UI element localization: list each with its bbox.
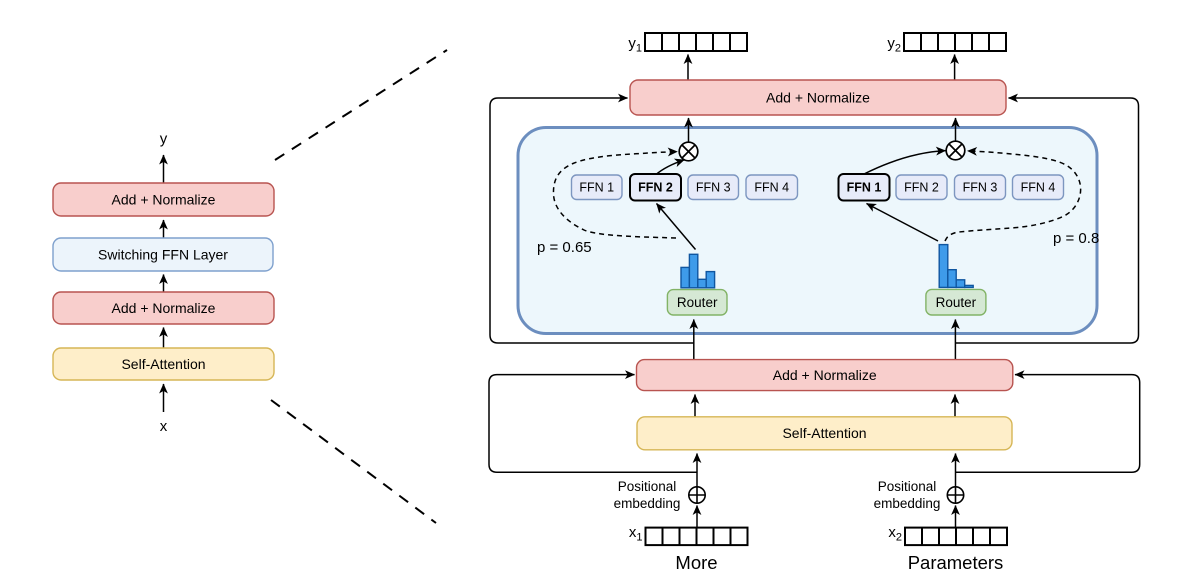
svg-text:FFN 1: FFN 1 bbox=[847, 181, 882, 195]
svg-text:Self-Attention: Self-Attention bbox=[121, 356, 205, 372]
svg-text:embedding: embedding bbox=[614, 496, 681, 511]
svg-text:x: x bbox=[160, 418, 168, 435]
svg-text:Positional: Positional bbox=[618, 479, 677, 494]
svg-text:Switching FFN Layer: Switching FFN Layer bbox=[98, 247, 228, 263]
svg-text:Positional: Positional bbox=[878, 479, 937, 494]
svg-text:Router: Router bbox=[677, 295, 718, 310]
svg-text:Add + Normalize: Add + Normalize bbox=[112, 192, 216, 208]
svg-text:p = 0.8: p = 0.8 bbox=[1053, 230, 1099, 247]
svg-text:x1: x1 bbox=[629, 524, 643, 544]
svg-text:Self-Attention: Self-Attention bbox=[782, 425, 866, 441]
svg-text:FFN 4: FFN 4 bbox=[754, 181, 789, 195]
svg-text:y: y bbox=[160, 131, 168, 148]
svg-text:FFN 3: FFN 3 bbox=[963, 181, 998, 195]
svg-text:FFN 2: FFN 2 bbox=[638, 181, 673, 195]
svg-text:Add + Normalize: Add + Normalize bbox=[773, 367, 877, 383]
svg-text:x2: x2 bbox=[888, 524, 902, 544]
svg-text:embedding: embedding bbox=[874, 496, 941, 511]
svg-text:p = 0.65: p = 0.65 bbox=[537, 239, 592, 256]
svg-text:Router: Router bbox=[936, 295, 977, 310]
svg-text:More: More bbox=[675, 552, 717, 573]
svg-text:Add + Normalize: Add + Normalize bbox=[112, 300, 216, 316]
svg-text:FFN 3: FFN 3 bbox=[696, 181, 731, 195]
svg-text:Parameters: Parameters bbox=[908, 552, 1004, 573]
svg-text:FFN 1: FFN 1 bbox=[579, 181, 614, 195]
svg-text:Add + Normalize: Add + Normalize bbox=[766, 90, 870, 106]
svg-text:FFN 4: FFN 4 bbox=[1021, 181, 1056, 195]
svg-text:y1: y1 bbox=[628, 35, 642, 55]
svg-text:y2: y2 bbox=[887, 35, 901, 55]
svg-text:FFN 2: FFN 2 bbox=[904, 181, 939, 195]
